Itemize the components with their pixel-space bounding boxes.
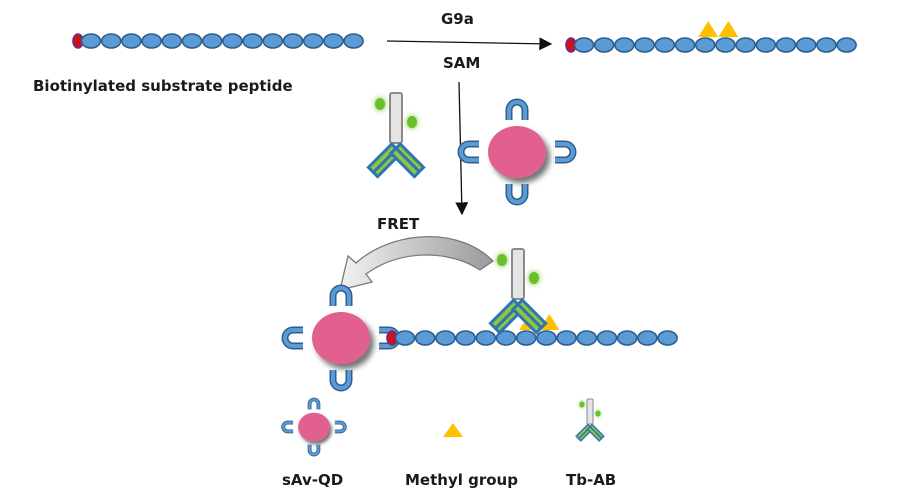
amino-acid-bead xyxy=(795,37,817,53)
legend-qd-label: sAv-QD xyxy=(282,471,343,489)
amino-acid-bead xyxy=(262,33,284,49)
amino-acid-bead xyxy=(282,33,304,49)
fret-label: FRET xyxy=(377,215,420,233)
amino-acid-bead xyxy=(836,37,857,53)
amino-acid-bead xyxy=(475,330,497,346)
amino-acid-bead xyxy=(616,330,638,346)
amino-acid-bead xyxy=(674,37,696,53)
amino-acid-bead xyxy=(80,33,102,49)
complex-peptide xyxy=(386,314,678,346)
complex-quantum-dot xyxy=(285,288,397,388)
amino-acid-bead xyxy=(593,37,615,53)
amino-acid-bead xyxy=(435,330,456,346)
methyl-group xyxy=(718,21,739,37)
amino-acid-bead xyxy=(637,330,658,346)
amino-acid-bead xyxy=(573,37,595,53)
amino-acid-bead xyxy=(414,330,436,346)
fret-arrow xyxy=(339,236,495,291)
amino-acid-bead xyxy=(141,33,162,49)
amino-acid-bead xyxy=(556,330,577,346)
amino-acid-bead xyxy=(323,33,344,49)
quantum-dot xyxy=(461,102,573,202)
amino-acid-bead xyxy=(614,37,635,53)
complex-tb-antibody xyxy=(488,249,547,335)
methylated-peptide xyxy=(565,21,857,53)
cofactor-label: SAM xyxy=(443,54,480,72)
amino-acid-bead xyxy=(242,33,263,49)
amino-acid-bead xyxy=(654,37,676,53)
amino-acid-bead xyxy=(657,330,678,346)
legend-methyl-label: Methyl group xyxy=(405,471,518,489)
legend-ab-icon xyxy=(575,399,605,442)
amino-acid-bead xyxy=(455,330,476,346)
tb-antibody xyxy=(366,93,425,179)
amino-acid-bead xyxy=(222,33,243,49)
amino-acid-bead xyxy=(343,33,364,49)
amino-acid-bead xyxy=(302,33,324,49)
substrate-peptide xyxy=(72,33,364,49)
amino-acid-bead xyxy=(755,37,777,53)
enzyme-label: G9a xyxy=(441,10,474,28)
amino-acid-bead xyxy=(495,330,517,346)
amino-acid-bead xyxy=(715,37,736,53)
methyl-group xyxy=(698,21,719,37)
amino-acid-bead xyxy=(181,33,203,49)
amino-acid-bead xyxy=(816,37,837,53)
amino-acid-bead xyxy=(515,330,537,346)
reaction-arrow xyxy=(386,37,553,51)
legend-ab-label: Tb-AB xyxy=(566,471,616,489)
amino-acid-bead xyxy=(201,33,223,49)
substrate-label: Biotinylated substrate peptide xyxy=(33,77,293,95)
amino-acid-bead xyxy=(121,33,142,49)
legend-qd-icon xyxy=(283,400,345,455)
amino-acid-bead xyxy=(596,330,618,346)
amino-acid-bead xyxy=(536,330,557,346)
amino-acid-bead xyxy=(100,33,122,49)
amino-acid-bead xyxy=(394,330,416,346)
amino-acid-bead xyxy=(161,33,183,49)
legend-methyl-icon xyxy=(443,423,463,437)
binding-arrow xyxy=(455,81,469,216)
amino-acid-bead xyxy=(775,37,797,53)
amino-acid-bead xyxy=(634,37,655,53)
amino-acid-bead xyxy=(576,330,598,346)
amino-acid-bead xyxy=(735,37,756,53)
amino-acid-bead xyxy=(694,37,716,53)
